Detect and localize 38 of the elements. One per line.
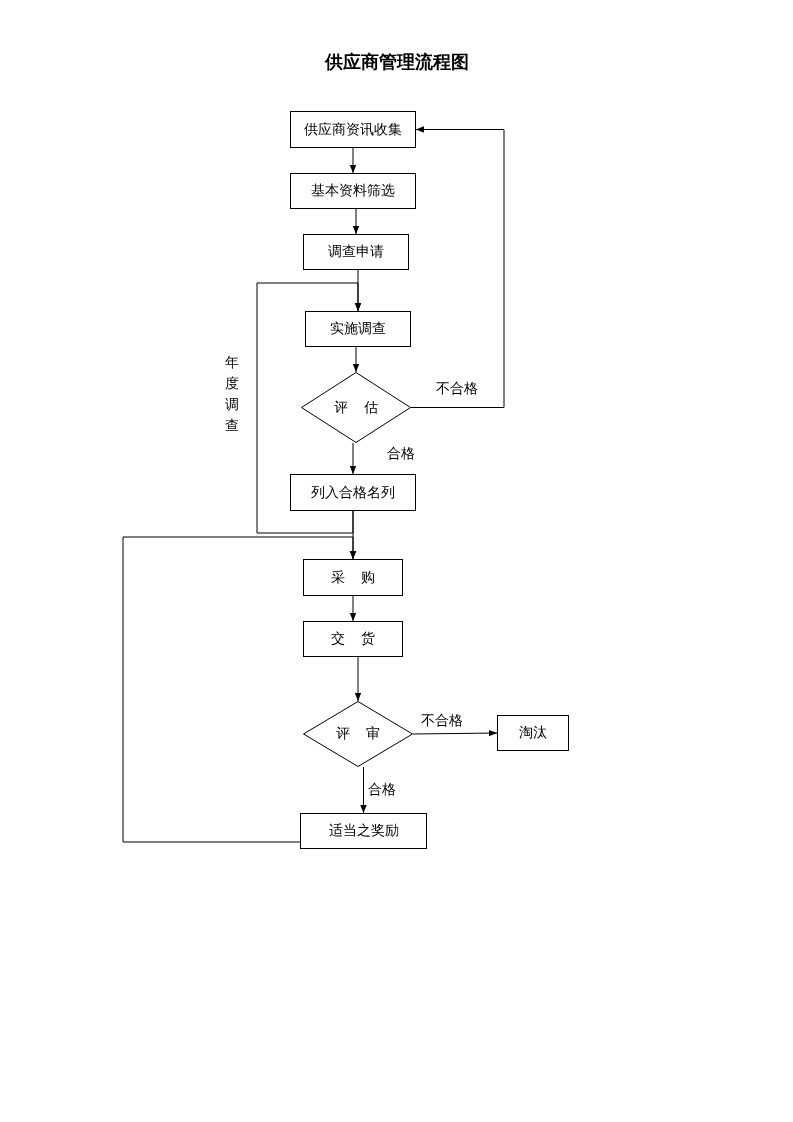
edge-label: 合格	[368, 781, 396, 798]
process-box	[290, 173, 416, 209]
arrow	[352, 346, 360, 373]
process-box	[303, 559, 403, 596]
arrow	[122, 536, 357, 843]
process-box	[290, 111, 416, 148]
node-label: 基本资料筛选	[311, 182, 395, 200]
node-label: 列入合格名列	[311, 483, 395, 502]
diagram-title: 供应商管理流程图	[324, 51, 469, 72]
edge-label: 不合格	[421, 712, 463, 729]
node-label: 交 货	[330, 630, 376, 648]
process-box	[303, 234, 409, 270]
arrow	[352, 208, 360, 235]
arrow	[349, 147, 357, 174]
node-label: 适当之奖励	[328, 822, 399, 840]
process-box	[303, 621, 403, 657]
edge-label: 不合格	[436, 380, 478, 397]
arrow	[349, 442, 357, 475]
decision-diamond	[301, 372, 411, 443]
process-box	[290, 474, 416, 511]
arrow	[360, 766, 367, 814]
arrow	[256, 282, 362, 534]
process-box	[300, 813, 427, 849]
arrow	[349, 595, 357, 622]
node-label: 淘汰	[519, 724, 547, 742]
node-label: 采 购	[330, 568, 376, 587]
arrow	[354, 656, 362, 702]
edge-label: 合格	[387, 445, 415, 462]
arrow	[410, 126, 505, 408]
node-label: 调查申请	[328, 243, 384, 261]
decision-diamond	[303, 701, 413, 767]
node-label: 评 审	[335, 725, 381, 743]
arrow	[412, 729, 498, 737]
process-box	[497, 715, 569, 751]
node-label: 评 估	[333, 398, 379, 417]
node-label: 实施调查	[330, 320, 386, 338]
node-label: 供应商资讯收集	[304, 120, 402, 139]
process-box	[305, 311, 411, 347]
